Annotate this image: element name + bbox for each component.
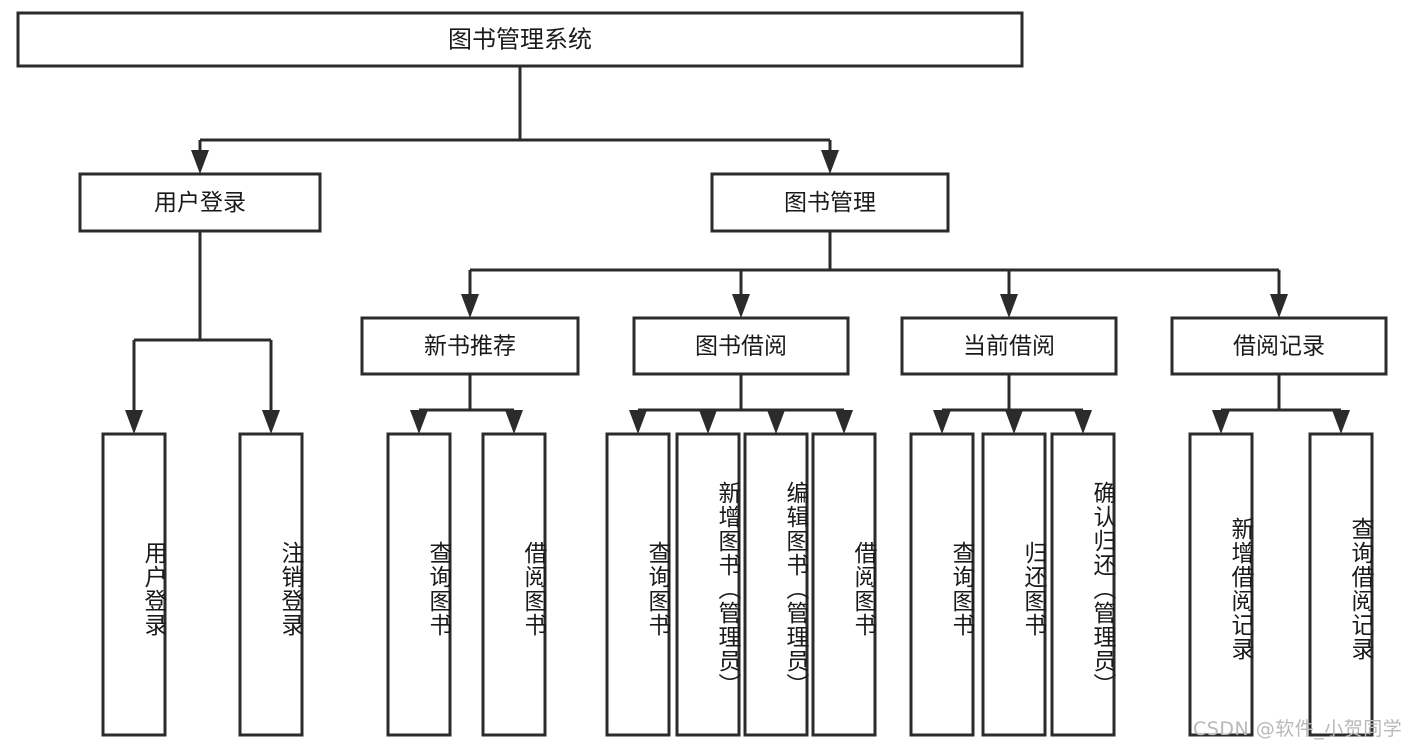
arrow-leaf-return-book bbox=[1005, 410, 1023, 434]
arrow-level1-0 bbox=[191, 150, 209, 174]
csdn-watermark: CSDN @软件_小贺同学 bbox=[1193, 718, 1403, 740]
arrow-level1-1 bbox=[821, 150, 839, 174]
node-box-leaf-add-record[interactable] bbox=[1188, 432, 1254, 737]
arrow-level2-3 bbox=[1270, 294, 1288, 318]
arrow-leaf-add-book bbox=[699, 410, 717, 434]
arrow-leaf-user-logout bbox=[262, 410, 280, 434]
node-label-new-book-recommend: 新书推荐 bbox=[424, 334, 516, 360]
node-box-leaf-query-book-2[interactable] bbox=[605, 432, 671, 737]
connectors-layer bbox=[125, 66, 1350, 434]
arrow-level2-2 bbox=[1000, 294, 1018, 318]
arrow-leaf-query-book-2 bbox=[629, 410, 647, 434]
node-box-book-borrow[interactable] bbox=[632, 316, 850, 376]
arrow-leaf-query-book-1 bbox=[410, 410, 428, 434]
arrow-leaf-borrow-book-1 bbox=[505, 410, 523, 434]
node-box-leaf-borrow-book-1[interactable] bbox=[481, 432, 547, 737]
node-box-new-book-recommend[interactable] bbox=[360, 316, 580, 376]
node-box-leaf-add-book[interactable] bbox=[675, 432, 741, 737]
arrow-leaf-borrow-book-2 bbox=[835, 410, 853, 434]
node-box-user-login[interactable] bbox=[78, 172, 322, 233]
node-box-book-manage[interactable] bbox=[710, 172, 950, 233]
arrow-leaf-edit-book bbox=[767, 410, 785, 434]
node-box-leaf-query-record[interactable] bbox=[1308, 432, 1374, 737]
node-box-leaf-query-book-3[interactable] bbox=[909, 432, 975, 737]
node-box-leaf-edit-book[interactable] bbox=[743, 432, 809, 737]
arrow-leaf-query-record bbox=[1332, 410, 1350, 434]
arrow-level2-0 bbox=[461, 294, 479, 318]
node-label-borrow-record: 借阅记录 bbox=[1233, 334, 1325, 360]
node-label-current-borrow: 当前借阅 bbox=[963, 334, 1055, 360]
node-label-root: 图书管理系统 bbox=[448, 26, 592, 54]
node-box-leaf-query-book-1[interactable] bbox=[386, 432, 452, 737]
node-box-leaf-user-login[interactable] bbox=[101, 432, 167, 737]
node-box-current-borrow[interactable] bbox=[900, 316, 1118, 376]
arrow-leaf-user-login bbox=[125, 410, 143, 434]
arrow-leaf-add-record bbox=[1212, 410, 1230, 434]
node-box-borrow-record[interactable] bbox=[1170, 316, 1388, 376]
arrow-leaf-confirm-return bbox=[1074, 410, 1092, 434]
node-label-book-borrow: 图书借阅 bbox=[695, 334, 787, 360]
arrow-leaf-query-book-3 bbox=[933, 410, 951, 434]
node-label-book-manage: 图书管理 bbox=[784, 190, 876, 216]
node-box-leaf-user-logout[interactable] bbox=[238, 432, 304, 737]
node-box-root[interactable] bbox=[16, 11, 1024, 68]
arrow-level2-1 bbox=[732, 294, 750, 318]
boxes-layer bbox=[16, 11, 1388, 737]
node-label-user-login: 用户登录 bbox=[154, 190, 246, 216]
node-box-leaf-confirm-return[interactable] bbox=[1050, 432, 1116, 737]
node-box-leaf-return-book[interactable] bbox=[981, 432, 1047, 737]
node-box-leaf-borrow-book-2[interactable] bbox=[811, 432, 877, 737]
